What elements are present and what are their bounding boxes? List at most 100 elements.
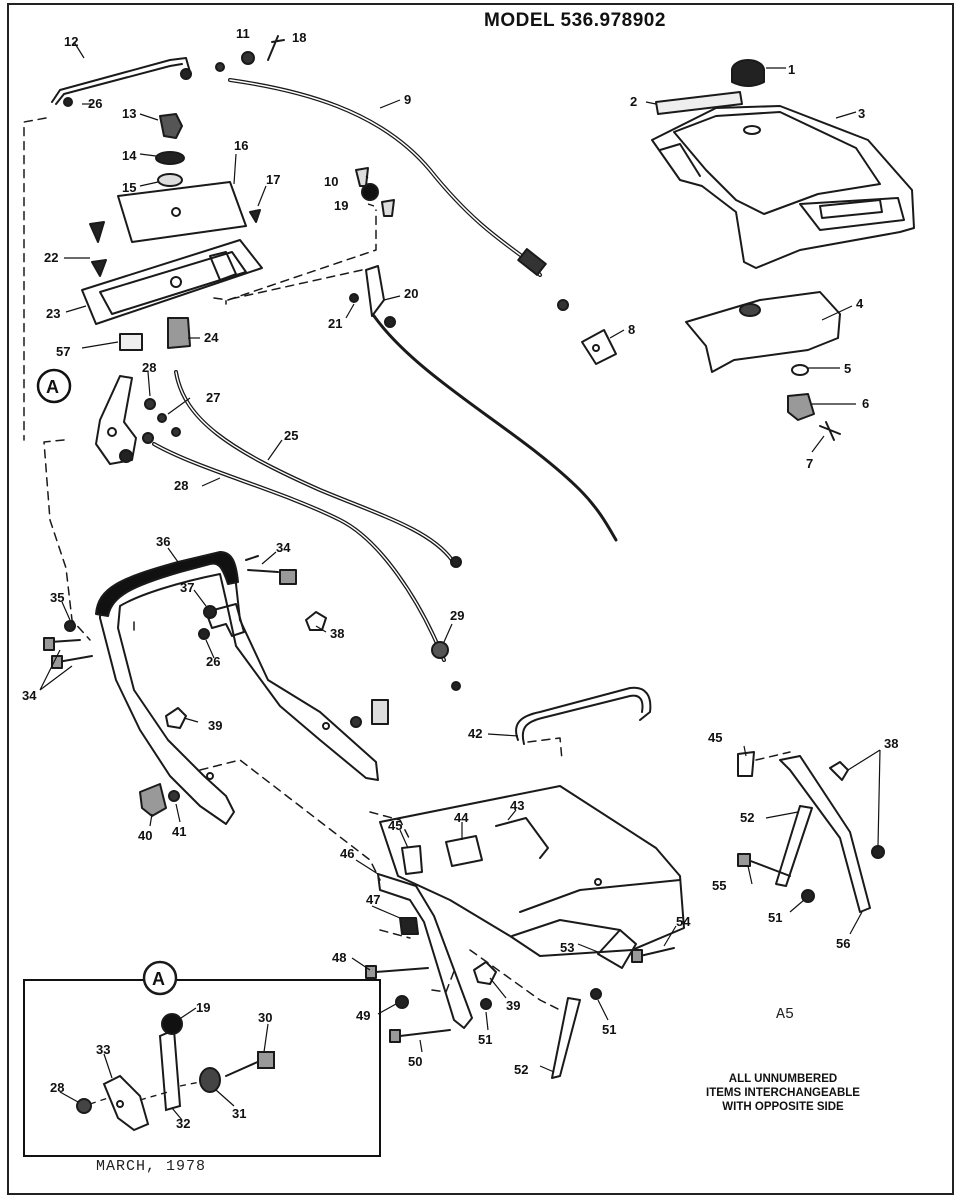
wing-nut-38a <box>305 611 327 631</box>
callout-12: 12 <box>64 34 78 49</box>
handle-grip <box>95 551 239 617</box>
callout-38a: 38 <box>330 626 344 641</box>
callout-45b: 45 <box>708 730 722 745</box>
bolt-18 <box>267 35 285 61</box>
lower-handle-56 <box>779 755 871 913</box>
callout-44: 44 <box>454 810 469 825</box>
callout-28c: 28 <box>174 478 188 493</box>
model-title: MODEL 536.978902 <box>484 10 666 31</box>
bracket-45b <box>737 751 755 777</box>
washer-15 <box>157 173 183 187</box>
bail-rod-inner <box>55 63 183 105</box>
arm-52a <box>775 805 813 887</box>
callout-20: 20 <box>404 286 418 301</box>
screw-17 <box>249 209 261 223</box>
cable-28 <box>152 442 446 662</box>
pin-7 <box>819 421 841 441</box>
callout-30: 30 <box>258 1010 272 1025</box>
wing-nut-39a <box>165 707 187 729</box>
bail-rod <box>51 57 191 103</box>
detail-a-marker <box>36 368 72 404</box>
nut-51b <box>590 988 602 1000</box>
callout-18: 18 <box>292 30 306 45</box>
callout-41: 41 <box>172 824 186 839</box>
callout-31: 31 <box>232 1106 246 1121</box>
fitting-6 <box>787 393 815 421</box>
label-57 <box>119 333 143 351</box>
detail-a-box <box>23 979 381 1157</box>
callout-42: 42 <box>468 726 482 741</box>
plate-16 <box>117 181 247 243</box>
bolt-54 <box>639 947 675 957</box>
callout-6: 6 <box>862 396 869 411</box>
washer-14 <box>155 151 185 165</box>
lower-handle-46 <box>377 873 473 1029</box>
callout-45a: 45 <box>388 818 402 833</box>
callout-23: 23 <box>46 306 60 321</box>
callout-49: 49 <box>356 1008 370 1023</box>
callout-51c: 51 <box>768 910 782 925</box>
callout-11: 11 <box>236 26 250 41</box>
callout-53: 53 <box>560 940 574 955</box>
cable-20 <box>372 314 618 542</box>
callout-54: 54 <box>676 914 691 929</box>
callout-10: 10 <box>324 174 338 189</box>
callout-5: 5 <box>844 361 851 376</box>
callout-25: 25 <box>284 428 298 443</box>
callout-40: 40 <box>138 828 152 843</box>
callout-4: 4 <box>856 296 864 311</box>
nut-21 <box>349 293 359 303</box>
callout-16: 16 <box>234 138 248 153</box>
callout-19: 19 <box>334 198 348 213</box>
knob-19b <box>161 1013 183 1035</box>
bail-nut <box>63 97 73 107</box>
callout-1: 1 <box>788 62 795 77</box>
bolt-50 <box>399 1029 451 1037</box>
nut-49 <box>395 995 409 1009</box>
bolt-48 <box>375 967 429 973</box>
nut-51c <box>801 889 815 903</box>
callout-51a: 51 <box>478 1032 492 1047</box>
wing-nut-38b <box>829 761 849 781</box>
callout-29: 29 <box>450 608 464 623</box>
callout-3: 3 <box>858 106 865 121</box>
bracket-20 <box>365 265 385 317</box>
callout-38b: 38 <box>884 736 898 751</box>
control-panel-23 <box>81 239 263 325</box>
callout-50: 50 <box>408 1054 422 1069</box>
nut-11 <box>241 51 255 65</box>
callout-9: 9 <box>404 92 411 107</box>
callout-33: 33 <box>96 1042 110 1057</box>
control-lever-a <box>95 375 137 465</box>
callout-8: 8 <box>628 322 635 337</box>
callout-13: 13 <box>122 106 136 121</box>
knob-40 <box>139 783 167 817</box>
page-code: A5 <box>776 1006 795 1023</box>
callout-57: 57 <box>56 344 70 359</box>
detail-label-main: A <box>46 377 59 397</box>
callout-26a: 26 <box>88 96 102 111</box>
bracket-53 <box>597 929 637 969</box>
callout-47: 47 <box>366 892 380 907</box>
bolt-30 <box>225 1059 263 1077</box>
callout-17: 17 <box>266 172 280 187</box>
nut-28b <box>76 1098 92 1114</box>
callout-48: 48 <box>332 950 346 965</box>
washer-41 <box>168 790 180 802</box>
bolt-34-upper <box>245 555 279 573</box>
nut-51a <box>480 998 492 1010</box>
adjuster-29 <box>431 641 449 659</box>
callout-15: 15 <box>122 180 136 195</box>
callout-52a: 52 <box>740 810 754 825</box>
callout-14: 14 <box>122 148 137 163</box>
callout-7: 7 <box>806 456 813 471</box>
note-line-1: ALL UNNUMBERED <box>728 1073 838 1085</box>
bracket-44 <box>445 835 483 867</box>
clip-8 <box>581 329 617 365</box>
knob-19 <box>361 183 379 201</box>
note-line-3: WITH OPPOSITE SIDE <box>722 1101 844 1113</box>
callout-26b: 26 <box>206 654 220 669</box>
callout-51b: 51 <box>602 1022 616 1037</box>
callout-24: 24 <box>204 330 219 345</box>
detail-a-badge <box>142 960 178 996</box>
